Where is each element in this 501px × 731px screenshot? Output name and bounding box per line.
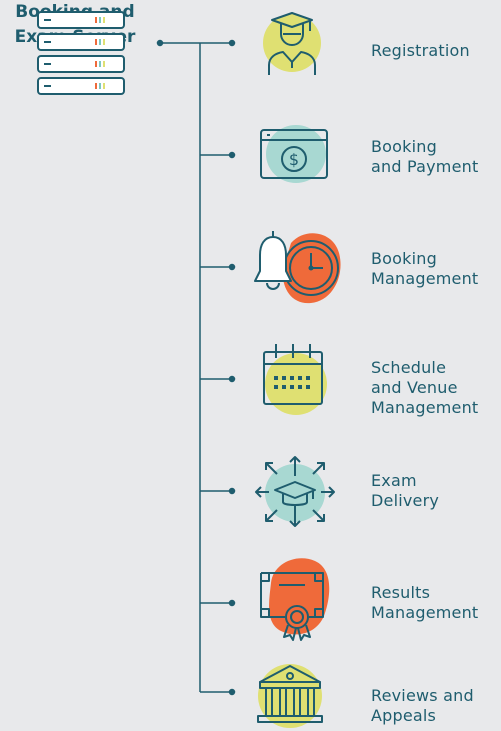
item-line: Registration	[371, 41, 470, 60]
item-line: Management	[371, 603, 479, 622]
item-line: and Payment	[371, 157, 479, 176]
item-label-registration: Registration	[371, 41, 470, 61]
svg-text:$: $	[289, 150, 299, 169]
institution-icon	[257, 664, 323, 728]
item-line: Management	[371, 269, 479, 288]
item-line: Appeals	[371, 706, 437, 725]
server-icon	[37, 11, 125, 95]
exam-delivery-icon	[255, 456, 335, 527]
dollar-card-icon: $	[260, 125, 328, 183]
item-label-exam-delivery: Exam Delivery	[371, 471, 439, 511]
item-line: and Venue	[371, 378, 458, 397]
item-line: Results	[371, 583, 431, 602]
item-label-results-management: Results Management	[371, 583, 478, 623]
calendar-icon	[263, 344, 327, 415]
item-line: Management	[371, 398, 479, 417]
item-line: Exam	[371, 471, 417, 490]
item-line: Booking	[371, 249, 437, 268]
item-line: Booking	[371, 137, 437, 156]
item-line: Delivery	[371, 491, 440, 510]
graduate-icon	[263, 12, 321, 75]
item-label-schedule-venue: Schedule and Venue Management	[371, 358, 478, 418]
bell-clock-icon	[254, 231, 341, 304]
item-label-booking-management: Booking Management	[371, 249, 478, 289]
item-label-booking-payment: Booking and Payment	[371, 137, 478, 177]
item-line: Reviews and	[371, 686, 474, 705]
certificate-icon	[260, 558, 330, 641]
item-line: Schedule	[371, 358, 447, 377]
item-label-reviews-appeals: Reviews and Appeals	[371, 686, 474, 726]
